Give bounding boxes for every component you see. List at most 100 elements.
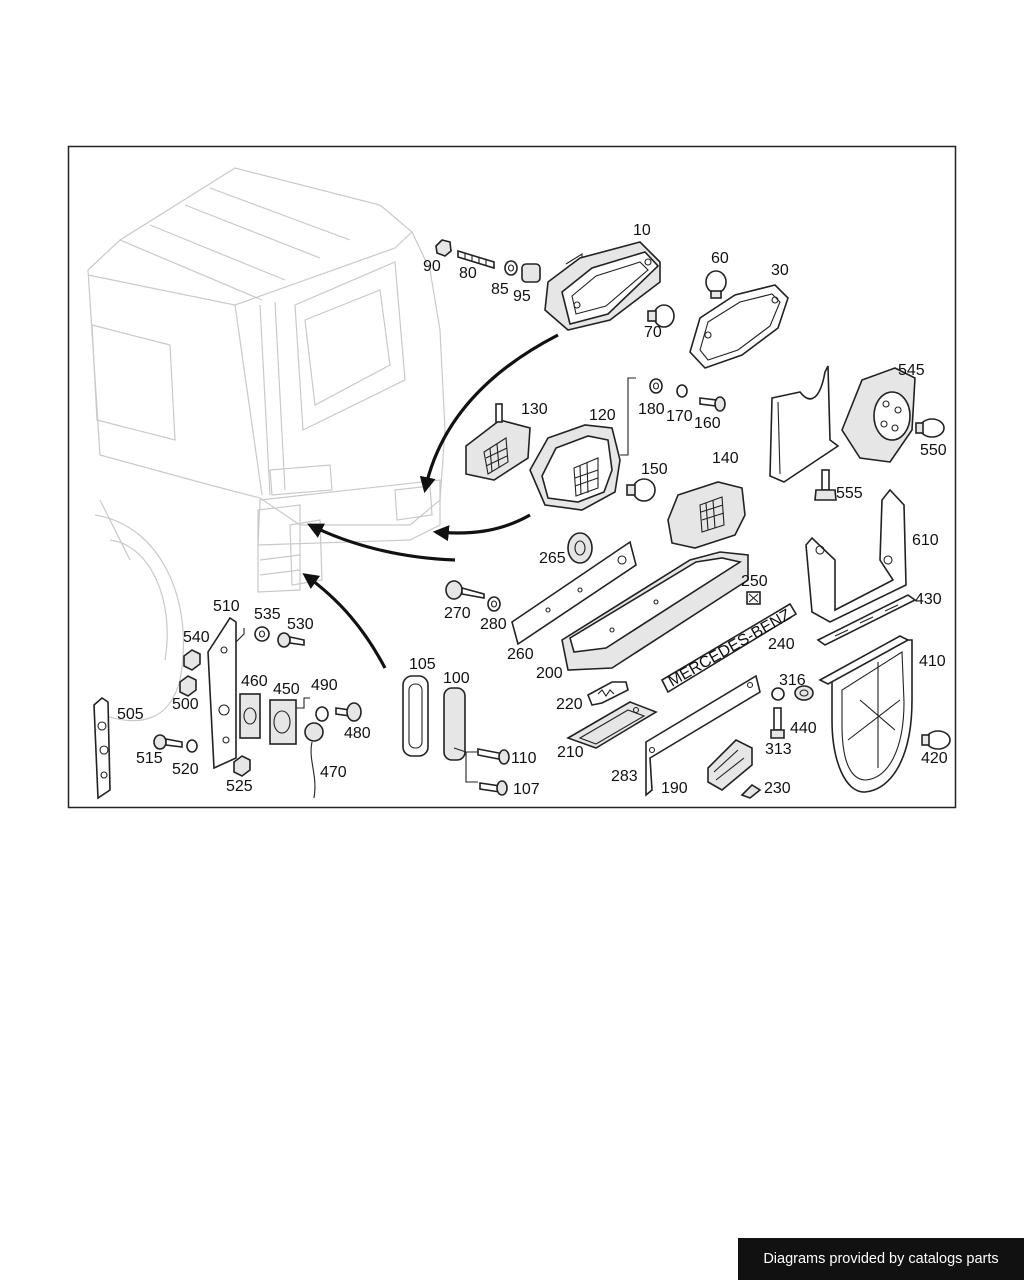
part-190-lamp xyxy=(707,739,753,791)
part-140-lamp xyxy=(667,481,746,549)
label-95: 95 xyxy=(513,288,531,305)
screw-480 xyxy=(335,702,362,722)
label-440: 440 xyxy=(790,720,817,737)
bolt-90 xyxy=(435,239,452,257)
bulb-220 xyxy=(586,681,629,706)
label-283: 283 xyxy=(611,768,638,785)
label-10: 10 xyxy=(633,222,651,239)
label-80: 80 xyxy=(459,265,477,282)
label-160: 160 xyxy=(694,415,721,432)
label-60: 60 xyxy=(711,250,729,267)
label-505: 505 xyxy=(117,706,144,723)
washer-520 xyxy=(186,739,198,753)
washer-85 xyxy=(504,260,518,276)
label-410: 410 xyxy=(919,653,946,670)
part-410-holder xyxy=(818,635,913,793)
part-505-bracket xyxy=(93,696,111,800)
label-420: 420 xyxy=(921,750,948,767)
label-610: 610 xyxy=(912,532,939,549)
nut-540 xyxy=(183,649,201,671)
washer-535 xyxy=(254,626,270,642)
nut-500 xyxy=(179,675,197,697)
part-210-lens xyxy=(566,701,658,749)
label-120: 120 xyxy=(589,407,616,424)
part-283-bracket xyxy=(645,674,761,797)
label-85: 85 xyxy=(491,281,509,298)
part-105-gasket xyxy=(402,675,429,757)
label-550: 550 xyxy=(920,442,947,459)
label-107: 107 xyxy=(513,781,540,798)
part-610-bracket xyxy=(805,488,907,623)
label-210: 210 xyxy=(557,744,584,761)
screw-270 xyxy=(445,580,485,600)
bolt-530 xyxy=(277,632,305,648)
label-460: 460 xyxy=(241,673,268,690)
part-200-light-bar xyxy=(561,551,749,671)
bulb-230 xyxy=(740,783,762,799)
part-545-socket xyxy=(841,367,916,463)
label-280: 280 xyxy=(480,616,507,633)
part-250-badge xyxy=(746,591,761,605)
label-530: 530 xyxy=(287,616,314,633)
washer-280 xyxy=(487,596,501,612)
nut-525 xyxy=(233,755,251,777)
label-180: 180 xyxy=(638,401,665,418)
label-265: 265 xyxy=(539,550,566,567)
label-500: 500 xyxy=(172,696,199,713)
washer-316 xyxy=(771,687,785,701)
label-140: 140 xyxy=(712,450,739,467)
label-110: 110 xyxy=(511,750,537,767)
part-100-cover xyxy=(443,687,478,783)
label-270: 270 xyxy=(444,605,471,622)
label-520: 520 xyxy=(172,761,199,778)
part-510-bracket xyxy=(207,616,245,770)
screw-160 xyxy=(699,396,726,412)
label-230: 230 xyxy=(764,780,791,797)
bulb-70 xyxy=(647,304,675,328)
label-430: 430 xyxy=(915,591,942,608)
assembly-arrows xyxy=(302,333,559,669)
label-470: 470 xyxy=(320,764,347,781)
part-120-rear-lamp xyxy=(529,377,636,511)
bulb-150 xyxy=(626,478,656,502)
label-200: 200 xyxy=(536,665,563,682)
label-525: 525 xyxy=(226,778,253,795)
part-450-socket xyxy=(269,697,310,745)
washer-180 xyxy=(649,378,663,394)
label-490: 490 xyxy=(311,677,338,694)
grommet-265 xyxy=(567,532,593,564)
part-130-marker-lamp xyxy=(465,403,531,481)
label-190: 190 xyxy=(661,780,688,797)
label-515: 515 xyxy=(136,750,163,767)
washer-490 xyxy=(315,706,329,722)
label-260: 260 xyxy=(507,646,534,663)
part-430-strip xyxy=(816,594,917,646)
part-460-plate xyxy=(239,693,261,739)
bolt-80 xyxy=(457,249,495,270)
bulb-420 xyxy=(921,730,951,750)
label-250: 250 xyxy=(741,573,768,590)
label-170: 170 xyxy=(666,408,693,425)
washer-170 xyxy=(676,384,688,398)
part-260-gasket xyxy=(511,540,637,646)
label-313: 313 xyxy=(765,741,792,758)
label-240: 240 xyxy=(768,636,795,653)
part-30-lens xyxy=(689,284,789,369)
label-90: 90 xyxy=(423,258,441,275)
credit-banner: Diagrams provided by catalogs parts xyxy=(738,1238,1024,1280)
label-545: 545 xyxy=(898,362,925,379)
label-450: 450 xyxy=(273,681,300,698)
bracket-socket xyxy=(769,365,840,483)
part-labels: 10 30 60 70 80 85 90 95 100 105 107 110 … xyxy=(117,222,948,798)
bolt-313 xyxy=(770,707,785,739)
vehicle-outline xyxy=(87,167,446,722)
label-480: 480 xyxy=(344,725,371,742)
bulb-60 xyxy=(705,270,727,299)
label-510: 510 xyxy=(213,598,240,615)
label-70: 70 xyxy=(644,324,662,341)
credit-text: Diagrams provided by catalogs parts xyxy=(763,1251,999,1267)
label-150: 150 xyxy=(641,461,668,478)
bolt-515 xyxy=(153,734,183,750)
sleeve-95 xyxy=(521,263,541,283)
